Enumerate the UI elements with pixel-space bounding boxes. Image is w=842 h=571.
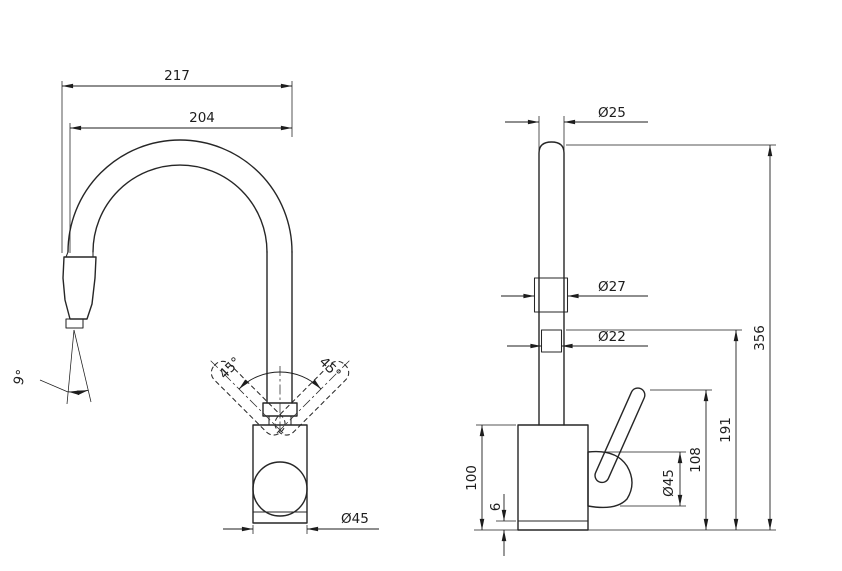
front-view: 45° 45° 217 204 9°	[11, 68, 379, 534]
dim-spray-angle: 9°	[11, 329, 92, 405]
dim-body-diameter: Ø45	[223, 511, 379, 534]
spout-outer-arc	[67, 139, 293, 253]
dim-aerator-diameter: Ø27	[501, 279, 648, 299]
dim-reach-spout-label: 204	[189, 110, 215, 126]
dim-base-thickness-label: 6	[488, 503, 504, 512]
dim-handle-top-height: 108	[688, 389, 709, 531]
swing-arc-left	[238, 371, 281, 390]
dim-overall-height: 356	[752, 144, 773, 531]
dim-spout-tube-diameter-label: Ø25	[598, 105, 626, 121]
handle-housing	[587, 450, 633, 509]
dim-spout-tube-diameter: Ø25	[505, 105, 648, 150]
dim-spout-outlet-height: 191	[718, 329, 739, 531]
dim-joint-diameter-label: Ø22	[598, 329, 626, 345]
dim-joint-diameter: Ø22	[507, 329, 648, 349]
dim-body-height: 100	[464, 424, 485, 531]
mixer-body-side	[517, 424, 589, 531]
dim-handle-diameter: Ø45	[661, 451, 683, 507]
spray-head	[62, 256, 97, 320]
dim-spray-angle-label: 9°	[11, 368, 31, 387]
dim-overall-height-label: 356	[752, 325, 768, 351]
side-view: Ø25 Ø27 Ø22 Ø45	[464, 105, 776, 556]
dim-body-diameter-label: Ø45	[341, 511, 369, 527]
dim-reach-overall-label: 217	[164, 68, 190, 84]
handle-swung-right	[274, 360, 350, 436]
body-sphere-joint	[252, 461, 308, 517]
dim-body-height-label: 100	[464, 465, 480, 491]
spout-tube-side	[538, 141, 565, 426]
dim-reach-spout: 204	[69, 110, 293, 253]
dim-handle-diameter-label: Ø45	[661, 469, 677, 497]
spray-nozzle	[65, 318, 84, 329]
joint-ring	[540, 329, 563, 353]
swing-arc-right	[279, 371, 322, 390]
handle-lever	[594, 387, 646, 484]
dim-handle-swing-right-label: 45°	[316, 354, 344, 382]
dim-handle-top-height-label: 108	[688, 447, 704, 473]
dim-spout-outlet-height-label: 191	[718, 417, 734, 443]
dim-handle-swing-left-label: 45°	[216, 354, 244, 382]
spout-inner-arc	[92, 164, 268, 253]
dim-base-thickness: 6	[488, 494, 507, 556]
dim-aerator-diameter-label: Ø27	[598, 279, 626, 295]
handle-swung-left	[210, 360, 286, 436]
